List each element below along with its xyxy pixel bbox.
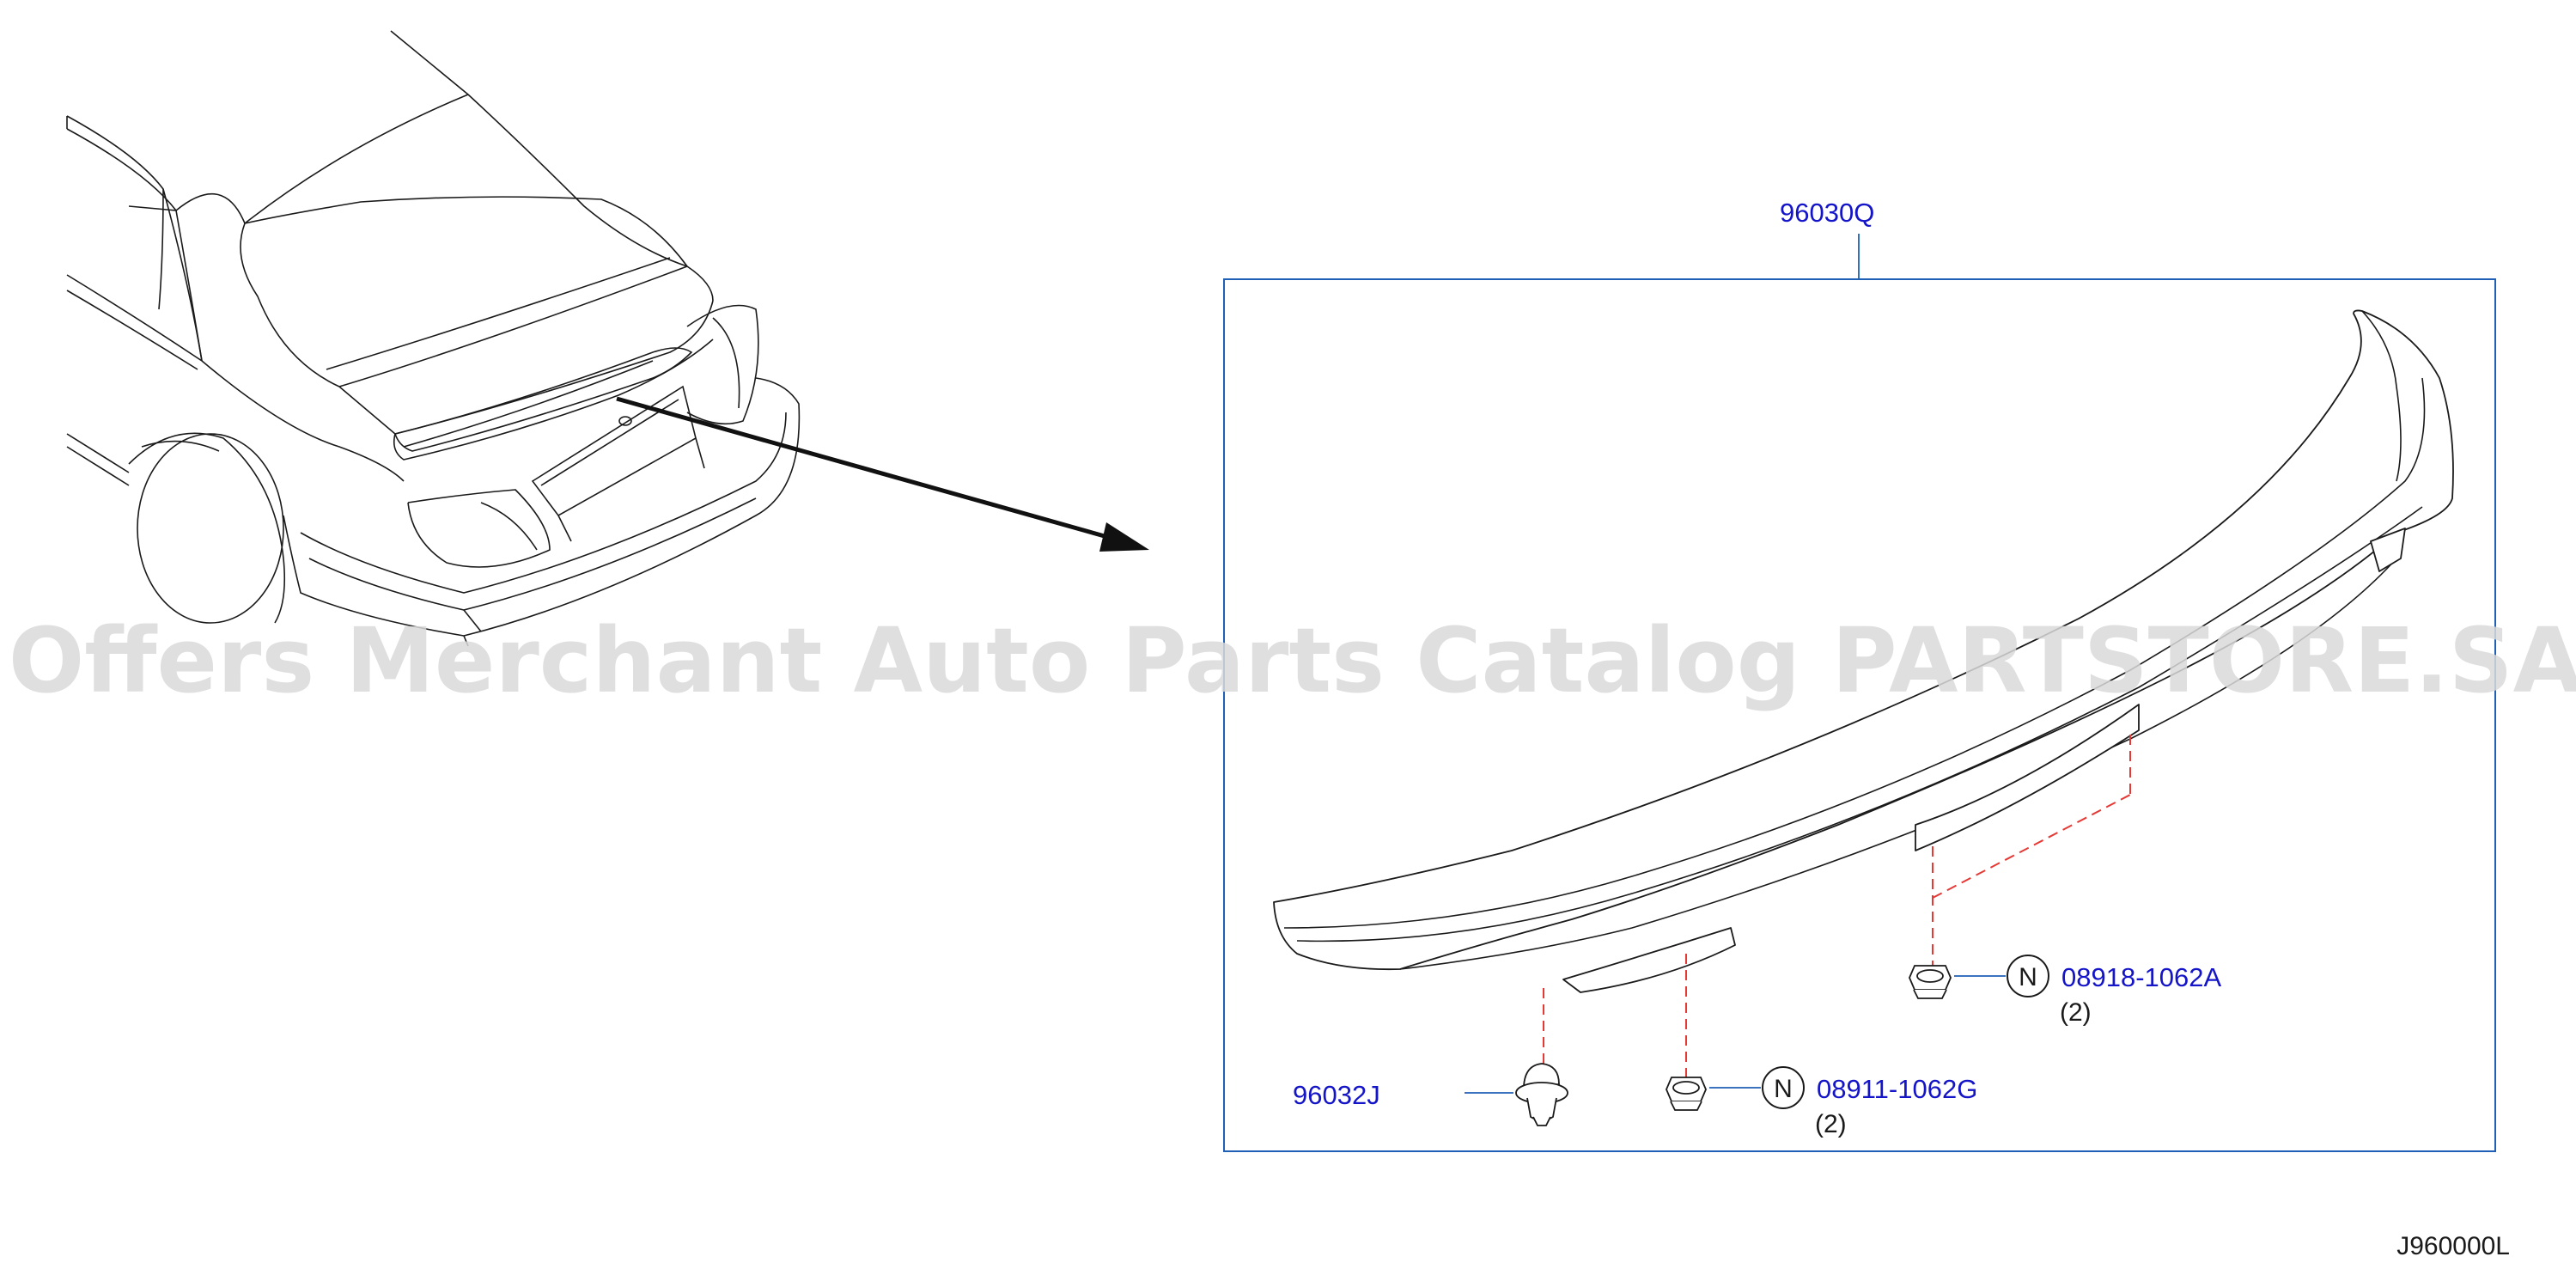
part-number-08918-1062A[interactable]: 08918-1062A bbox=[2061, 962, 2221, 992]
nut-08911-1062G[interactable] bbox=[1666, 1077, 1707, 1111]
quantity-08911-1062G: (2) bbox=[1815, 1110, 1847, 1138]
locator-arrow bbox=[616, 396, 1149, 552]
part-number-96032J[interactable]: 96032J bbox=[1293, 1080, 1380, 1110]
part-number-96030Q[interactable]: 96030Q bbox=[1780, 198, 1874, 228]
nut-08918-1062A[interactable] bbox=[1909, 965, 1952, 999]
assembly-box bbox=[1223, 278, 2496, 1152]
part-number-08911-1062G[interactable]: 08911-1062G bbox=[1817, 1074, 1977, 1104]
quantity-08918-1062A: (2) bbox=[2060, 998, 2092, 1027]
note-symbol-n-label: N bbox=[1774, 1075, 1793, 1103]
vehicle-rear-illustration bbox=[66, 30, 801, 647]
clip-96032J[interactable] bbox=[1515, 1063, 1568, 1126]
rear-spoiler bbox=[1273, 309, 2454, 993]
diagram-reference-code: J960000L bbox=[2396, 1232, 2510, 1260]
watermark: Offers Merchant Auto Parts Catalog PARTS… bbox=[9, 608, 2576, 713]
note-symbol-n-circle: N bbox=[2007, 955, 2049, 997]
note-symbol-n-circle: N bbox=[1762, 1066, 1805, 1109]
note-symbol-n-label: N bbox=[2019, 963, 2037, 991]
hidden-lines bbox=[1543, 735, 2131, 1083]
